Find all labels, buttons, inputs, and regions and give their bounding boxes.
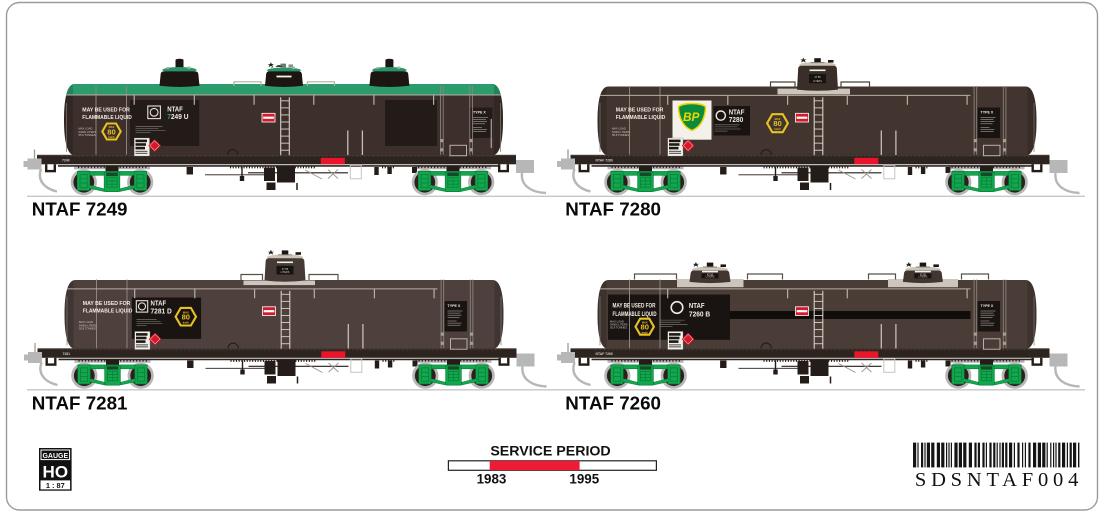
svg-text:FLAMMABLE LIQUID: FLAMMABLE LIQUID — [616, 115, 666, 121]
svg-text:47.85: 47.85 — [707, 274, 714, 277]
svg-text:MAY BE USED FOR: MAY BE USED FOR — [616, 107, 664, 113]
svg-text:NTAF 7249: NTAF 7249 — [32, 198, 128, 219]
svg-text:55.8 TONNES: 55.8 TONNES — [79, 133, 96, 137]
svg-text:1 : 87: 1 : 87 — [46, 481, 65, 490]
svg-text:MAX: MAX — [642, 320, 648, 324]
svg-text:1995: 1995 — [569, 472, 599, 487]
svg-text:TYPE X: TYPE X — [981, 111, 994, 115]
svg-text:FLAMMABLE LIQUID: FLAMMABLE LIQUID — [82, 115, 132, 121]
svg-text:MAY BE USED FOR: MAY BE USED FOR — [83, 301, 131, 307]
svg-text:FLAMMABLE LIQUID: FLAMMABLE LIQUID — [613, 311, 657, 318]
svg-text:MAX LOAD: MAX LOAD — [610, 319, 624, 323]
svg-text:km/h: km/h — [183, 320, 189, 324]
svg-text:MAX LOAD: MAX LOAD — [79, 127, 93, 131]
svg-text:64000 LITERS: 64000 LITERS — [79, 130, 97, 134]
svg-text:TYPE X: TYPE X — [981, 304, 994, 308]
svg-text:NTAF: NTAF — [151, 300, 167, 308]
svg-text:NTAF: NTAF — [729, 109, 745, 117]
svg-text:BP: BP — [683, 110, 700, 124]
svg-text:GAUGE: GAUGE — [42, 453, 68, 460]
svg-text:NTAF: NTAF — [689, 302, 705, 310]
svg-text:NTAF 7280: NTAF 7280 — [596, 159, 613, 163]
svg-text:80: 80 — [107, 127, 115, 136]
svg-text:NTAF 7280: NTAF 7280 — [565, 198, 661, 219]
svg-text:FLAMMABLE LIQUID: FLAMMABLE LIQUID — [83, 308, 133, 314]
svg-text:MAX LOAD: MAX LOAD — [79, 320, 93, 324]
svg-text:7281: 7281 — [63, 352, 71, 356]
svg-text:47.85: 47.85 — [920, 274, 927, 277]
svg-text:km/h: km/h — [642, 330, 648, 334]
svg-text:7281 D: 7281 D — [151, 307, 172, 315]
svg-text:64000 LITERS: 64000 LITERS — [79, 323, 97, 327]
svg-text:NTAF 7281: NTAF 7281 — [32, 392, 128, 413]
svg-text:47.85: 47.85 — [814, 76, 821, 79]
svg-text:1983: 1983 — [477, 472, 507, 487]
svg-text:MAY BE USED FOR: MAY BE USED FOR — [613, 302, 656, 309]
svg-text:TYPE X: TYPE X — [473, 111, 486, 115]
svg-text:55.8 TONNES: 55.8 TONNES — [79, 327, 96, 331]
svg-text:7280: 7280 — [729, 116, 744, 124]
svg-text:7249: 7249 — [62, 159, 70, 163]
svg-text:km/h: km/h — [774, 127, 780, 131]
svg-text:NTAF: NTAF — [167, 106, 183, 114]
svg-text:LITERS: LITERS — [281, 271, 290, 274]
svg-text:7249 U: 7249 U — [167, 113, 188, 121]
svg-text:80: 80 — [182, 313, 190, 322]
svg-text:NTAF 7260: NTAF 7260 — [596, 352, 613, 356]
svg-text:LITERS: LITERS — [919, 276, 928, 279]
svg-text:LITERS: LITERS — [706, 276, 715, 279]
svg-text:TYPE X: TYPE X — [448, 304, 461, 308]
svg-text:80: 80 — [640, 323, 648, 332]
svg-text:SERVICE PERIOD: SERVICE PERIOD — [490, 443, 610, 459]
svg-text:LITERS: LITERS — [813, 80, 822, 83]
svg-text:MAY BE USED FOR: MAY BE USED FOR — [82, 107, 130, 113]
svg-text:MAX: MAX — [109, 125, 115, 129]
svg-text:km/h: km/h — [108, 135, 114, 139]
svg-text:80: 80 — [773, 119, 781, 128]
svg-text:MAX: MAX — [775, 117, 781, 121]
svg-text:SDSNTAF004: SDSNTAF004 — [915, 469, 1083, 491]
svg-text:55.8 TONNES: 55.8 TONNES — [612, 133, 629, 137]
svg-text:55.8 TONNES: 55.8 TONNES — [610, 326, 627, 330]
svg-text:HO: HO — [43, 463, 69, 482]
svg-text:64000 LITERS: 64000 LITERS — [610, 323, 628, 327]
svg-text:47.85: 47.85 — [282, 268, 289, 271]
svg-text:NTAF 7260: NTAF 7260 — [565, 392, 661, 413]
svg-text:MAX: MAX — [183, 310, 189, 314]
svg-text:64000 LITERS: 64000 LITERS — [612, 130, 630, 134]
svg-text:MAX LOAD: MAX LOAD — [612, 127, 626, 131]
svg-text:7260 B: 7260 B — [689, 311, 710, 319]
